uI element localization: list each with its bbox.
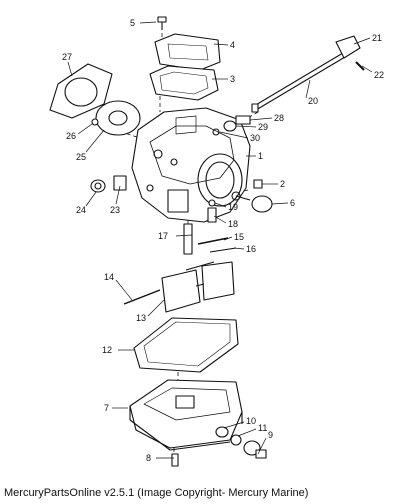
part-27-gasket [49,63,113,119]
callout-17: 17 [158,231,168,241]
callout-12: 12 [102,345,112,355]
part-20-shaft [251,49,351,113]
callout-30: 30 [250,133,260,143]
part-22-screw [355,61,365,71]
leader-lines [67,21,373,459]
callout-9: 9 [268,430,273,440]
callout-21: 21 [372,33,382,43]
callout-15: 15 [234,232,244,242]
part-5-screw [157,16,167,30]
callout-29: 29 [258,122,268,132]
part-10-plug [215,426,229,438]
callout-8: 8 [146,453,151,463]
callout-23: 23 [110,205,120,215]
part-14-float-pin [123,289,161,305]
callout-1: 1 [258,151,263,161]
callout-11: 11 [258,423,267,433]
callout-20: 20 [308,96,318,106]
part-7-float-bowl [129,379,243,451]
callout-10: 10 [246,416,256,426]
part-11-washer [230,434,242,446]
carburetor-exploded-diagram: 1 2 3 4 5 6 7 8 9 10 11 12 13 14 15 16 1… [49,16,384,467]
part-4-cover-plate [154,33,221,71]
callout-3: 3 [230,74,235,84]
callout-18: 18 [228,219,238,229]
callout-25: 25 [76,152,86,162]
callout-2: 2 [280,179,285,189]
callout-22: 22 [374,70,384,80]
callout-26: 26 [66,131,76,141]
part-19-washer [208,199,216,207]
part-21-lever [335,35,361,59]
callout-14: 14 [104,272,114,282]
part-16-needle [209,247,237,253]
callout-5: 5 [130,18,135,28]
part-1-carburetor-body [131,107,251,223]
part-30-washer [212,128,220,136]
callout-4: 4 [230,40,235,50]
part-23-fitting [113,175,127,191]
part-17-jet [183,223,193,255]
callout-27: 27 [62,52,72,62]
callout-19: 19 [228,202,238,212]
part-18-jet [207,207,217,223]
part-2-plug [253,179,263,189]
part-24-plug [90,179,106,193]
image-copyright-caption: MercuryPartsOnline v2.5.1 (Image Copyrig… [4,487,309,499]
callout-24: 24 [76,205,86,215]
part-8-screw [171,453,179,467]
part-12-gasket [133,317,239,373]
callout-16: 16 [246,244,256,254]
part-3-gasket [149,65,219,101]
part-28-fitting [235,115,251,125]
callout-13: 13 [136,313,146,323]
part-26-screw [91,118,99,126]
part-13-float [161,261,235,313]
part-9-drain-screw [243,440,267,459]
callout-6: 6 [290,198,295,208]
callout-28: 28 [274,113,284,123]
callout-7: 7 [104,403,109,413]
part-15-pin [197,237,229,245]
part-25-diaphragm [95,100,141,136]
part-6-fitting [235,195,273,213]
